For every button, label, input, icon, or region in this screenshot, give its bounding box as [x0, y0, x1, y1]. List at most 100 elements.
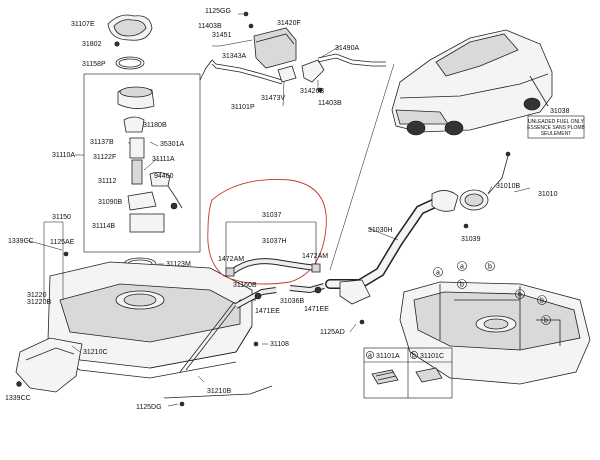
bolt-1125DG	[179, 401, 185, 407]
label-11403B-b: 11403B	[318, 100, 342, 107]
nut-31802	[114, 41, 120, 47]
svg-text:b: b	[412, 353, 416, 360]
label-1472AM-l: 1472AM	[218, 256, 244, 263]
label-31802: 31802	[82, 41, 102, 48]
label-31210C: 31210C	[83, 349, 108, 356]
float-31180B	[123, 116, 145, 133]
svg-text:a: a	[460, 264, 464, 271]
car-windows	[435, 33, 519, 77]
label-1339CC-b: 1339CC	[5, 395, 31, 402]
fuel-label-line-2: ESSENCE SANS PLOMB	[527, 125, 585, 131]
bolt-31039	[463, 223, 469, 229]
label-31037: 31037	[262, 212, 282, 219]
legend-part-a: 31101A	[376, 353, 400, 360]
clamp-1471EE-l	[254, 292, 262, 300]
label-1471EE-r: 1471EE	[304, 306, 329, 313]
rear-wheel	[523, 97, 541, 111]
label-11403B-a: 11403B	[198, 23, 222, 30]
label-94460: 94460	[154, 173, 174, 180]
pump-cover-inner	[113, 19, 147, 37]
label-31137B: 31137B	[90, 139, 114, 146]
cap-tether	[487, 155, 509, 195]
gasket-inner	[118, 58, 142, 68]
label-31123M: 31123M	[166, 261, 191, 268]
marker-b-1	[485, 261, 495, 271]
svg-text:a: a	[436, 270, 440, 277]
label-31010B: 31010B	[496, 183, 520, 190]
canister-31420F	[253, 27, 297, 69]
filler-lower-bracket	[339, 279, 371, 305]
fuel-label-31038	[527, 115, 585, 139]
fuel-tank-right	[399, 281, 591, 385]
label-31110A: 31110A	[52, 152, 75, 159]
label-31122F: 31122F	[93, 154, 116, 161]
label-35301A: 35301A	[160, 141, 184, 148]
label-31030H: 31030H	[368, 227, 393, 234]
label-31160B: 31160B	[233, 282, 257, 289]
clamp-1472AM-l	[225, 267, 235, 277]
label-31038: 31038	[550, 108, 570, 115]
valve-31473V	[277, 65, 297, 83]
label-1471EE-l: 1471EE	[255, 308, 280, 315]
filler-inlet	[431, 190, 459, 212]
label-31039: 31039	[461, 236, 481, 243]
label-31090B: 31090B	[98, 199, 122, 206]
filler-neck-31030H	[325, 193, 451, 289]
bolt-1125AD	[359, 319, 365, 325]
label-31490A: 31490A	[335, 45, 359, 52]
label-31451: 31451	[212, 32, 232, 39]
fuel-label-line-1: UNLEADED FUEL ONLY	[528, 119, 585, 125]
label-31037H: 31037H	[262, 238, 287, 245]
strap-31210B	[163, 385, 273, 399]
marker-b-3	[537, 295, 547, 305]
svg-text:b: b	[488, 264, 492, 271]
label-31150: 31150	[52, 214, 71, 221]
label-31420F: 31420F	[277, 20, 301, 27]
label-31158P: 31158P	[82, 61, 106, 68]
bracket-31114B	[129, 213, 165, 233]
marker-b-4	[457, 279, 467, 289]
svg-text:b: b	[460, 282, 464, 289]
highlight-ellipse	[207, 179, 327, 285]
label-1125AE: 1125AE	[50, 239, 75, 246]
svg-text:b: b	[544, 318, 548, 325]
vapor-hose	[211, 59, 283, 81]
bolt-1339CC-b	[16, 381, 22, 387]
strainer-31090B	[127, 191, 157, 211]
fuel-label-line-3: SEULEMENT	[541, 131, 572, 137]
pump-cover-parts	[107, 14, 153, 70]
label-31112: 31112	[98, 178, 117, 185]
marker-b-5	[541, 315, 551, 325]
legend-part-b: 31101C	[420, 353, 444, 360]
svg-text:b: b	[518, 292, 522, 299]
label-31101P: 31101P	[231, 104, 255, 111]
label-31036B: 31036B	[280, 298, 304, 305]
label-1125GG: 1125GG	[205, 8, 231, 15]
pump-assembly-box	[83, 73, 201, 253]
label-31114B: 31114B	[92, 223, 115, 230]
bolt-31108	[253, 341, 259, 347]
svg-text:a: a	[368, 353, 372, 360]
marker-a-2	[457, 261, 467, 271]
bracket-31426B	[301, 59, 325, 83]
front-wheel-2	[444, 120, 464, 136]
front-wheel	[406, 120, 426, 136]
legend-marker-b	[410, 351, 418, 359]
label-31107E: 31107E	[71, 21, 95, 28]
bolt-1125AE	[63, 251, 69, 257]
fuel-tank-left	[47, 261, 253, 379]
pump-31111A	[131, 159, 143, 185]
marker-a-1	[433, 267, 443, 277]
label-1125DG: 1125DG	[136, 404, 162, 411]
parts-legend: a 31101A b 31101C	[363, 347, 453, 399]
hose-31490A	[317, 53, 386, 63]
pad-31101A	[371, 369, 399, 385]
fuel-pump-assembly	[83, 73, 201, 253]
filter-31122F	[129, 137, 145, 159]
label-1472AM-r: 1472AM	[302, 253, 328, 260]
bolt-1125GG	[243, 11, 249, 17]
label-31010: 31010	[538, 191, 558, 198]
tank-markers: a a b b b b b	[433, 261, 551, 325]
